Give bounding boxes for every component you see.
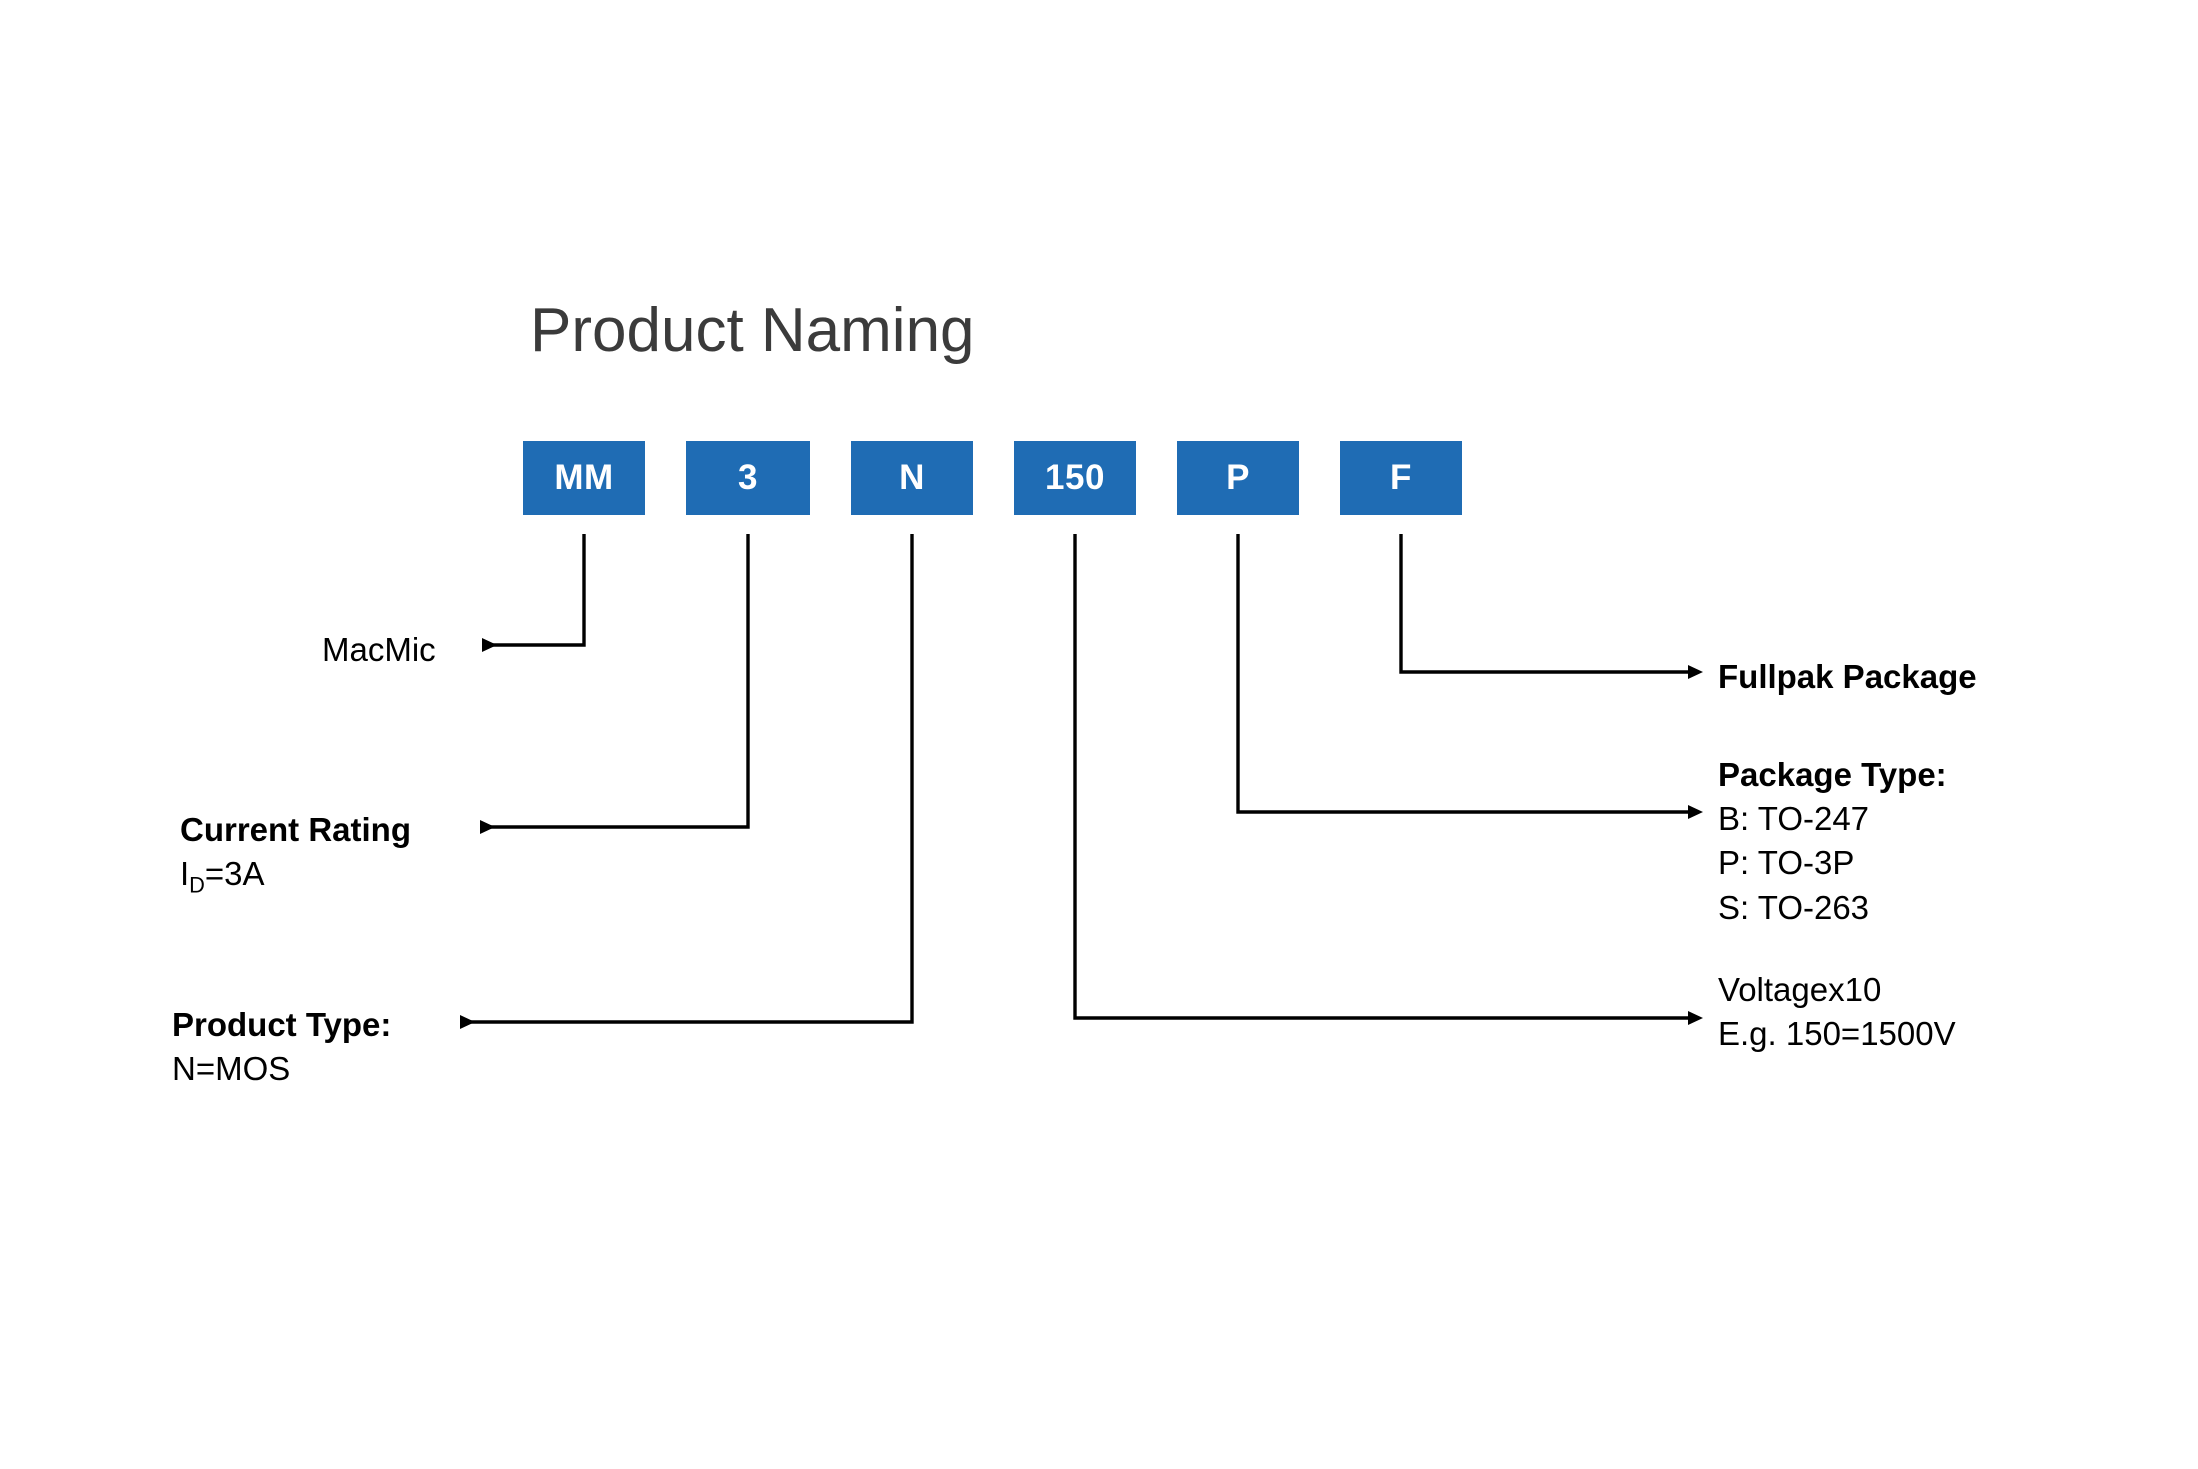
callout-product-type-heading: Product Type: xyxy=(172,1006,392,1043)
callout-voltage: Voltagex10 E.g. 150=1500V xyxy=(1718,968,1956,1056)
code-box-fullpak[interactable]: F xyxy=(1340,441,1462,515)
callout-macmic: MacMic xyxy=(322,628,436,672)
callout-current-rating-heading: Current Rating xyxy=(180,811,411,848)
code-box-type[interactable]: N xyxy=(851,441,973,515)
callout-fullpak: Fullpak Package xyxy=(1718,655,1977,699)
code-box-current[interactable]: 3 xyxy=(686,441,810,515)
code-box-label: 150 xyxy=(1045,458,1105,497)
callout-voltage-line1: Voltagex10 xyxy=(1718,971,1882,1008)
callout-current-rating-detail: ID=3A xyxy=(180,852,411,896)
callout-fullpak-heading: Fullpak Package xyxy=(1718,658,1977,695)
code-box-label: F xyxy=(1390,458,1412,497)
callout-package-type: Package Type: B: TO-247 P: TO-3P S: TO-2… xyxy=(1718,753,1947,930)
current-symbol-subscript: D xyxy=(189,872,205,898)
current-value: =3A xyxy=(204,855,265,893)
code-box-label: P xyxy=(1226,458,1250,497)
code-box-mm[interactable]: MM xyxy=(523,441,645,515)
callout-product-type: Product Type: N=MOS xyxy=(172,1003,391,1091)
code-box-label: MM xyxy=(554,458,614,497)
code-box-package[interactable]: P xyxy=(1177,441,1299,515)
page-title: Product Naming xyxy=(530,296,975,365)
package-option-s: S: TO-263 xyxy=(1718,888,1870,926)
callout-macmic-label: MacMic xyxy=(322,631,436,668)
current-symbol: I xyxy=(180,855,190,893)
code-box-label: 3 xyxy=(738,458,758,497)
callout-voltage-line2: E.g. 150=1500V xyxy=(1718,1015,1956,1053)
code-box-label: N xyxy=(899,458,925,497)
callout-product-type-detail: N=MOS xyxy=(172,1050,291,1088)
package-option-p: P: TO-3P xyxy=(1718,844,1855,882)
package-option-b: B: TO-247 xyxy=(1718,800,1870,838)
code-box-voltage[interactable]: 150 xyxy=(1014,441,1136,515)
callout-current-rating: Current Rating ID=3A xyxy=(180,808,411,897)
callout-package-type-heading: Package Type: xyxy=(1718,756,1947,793)
